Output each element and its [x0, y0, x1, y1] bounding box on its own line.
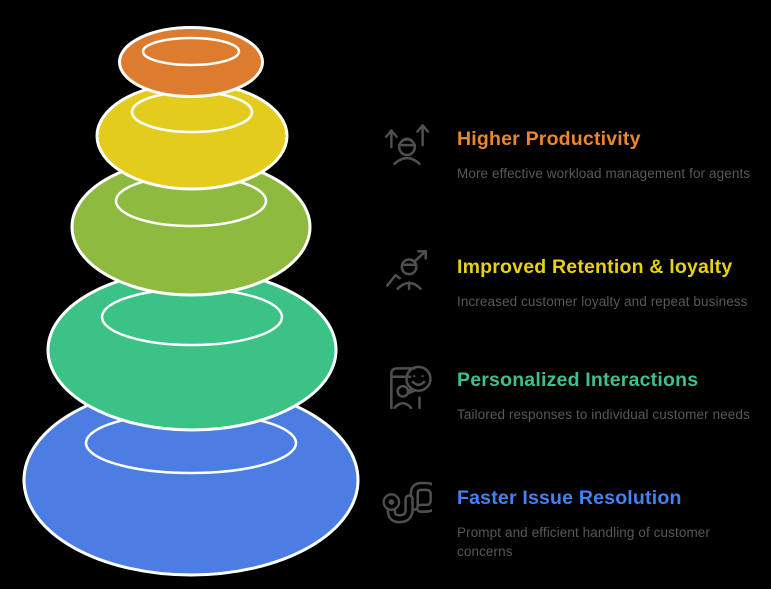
benefit-item-personalized-interactions: Personalized Interactions Tailored respo…: [382, 359, 757, 424]
productivity-icon: [382, 118, 432, 168]
benefit-description: Prompt and efficient handling of custome…: [457, 525, 710, 559]
resolution-icon: [382, 477, 439, 527]
benefit-description: Tailored responses to individual custome…: [457, 407, 750, 422]
benefit-description: More effective workload management for a…: [457, 166, 751, 181]
benefit-title: Faster Issue Resolution: [457, 487, 682, 509]
benefit-title: Personalized Interactions: [457, 369, 699, 391]
pebble-orange-top: [118, 26, 264, 98]
pebble-yellow: [95, 81, 289, 191]
benefit-title: Higher Productivity: [457, 128, 641, 150]
retention-icon: [382, 246, 432, 296]
benefit-description: Increased customer loyalty and repeat bu…: [457, 294, 748, 309]
pebble-stack: [22, 26, 360, 577]
benefit-item-higher-productivity: Higher Productivity More effective workl…: [382, 118, 757, 183]
personalization-icon: [382, 359, 432, 410]
benefit-item-faster-issue-resolution: Faster Issue Resolution Prompt and effic…: [382, 477, 757, 561]
benefit-title: Improved Retention & loyalty: [457, 256, 733, 278]
benefit-item-improved-retention: Improved Retention & loyalty Increased c…: [382, 246, 757, 311]
